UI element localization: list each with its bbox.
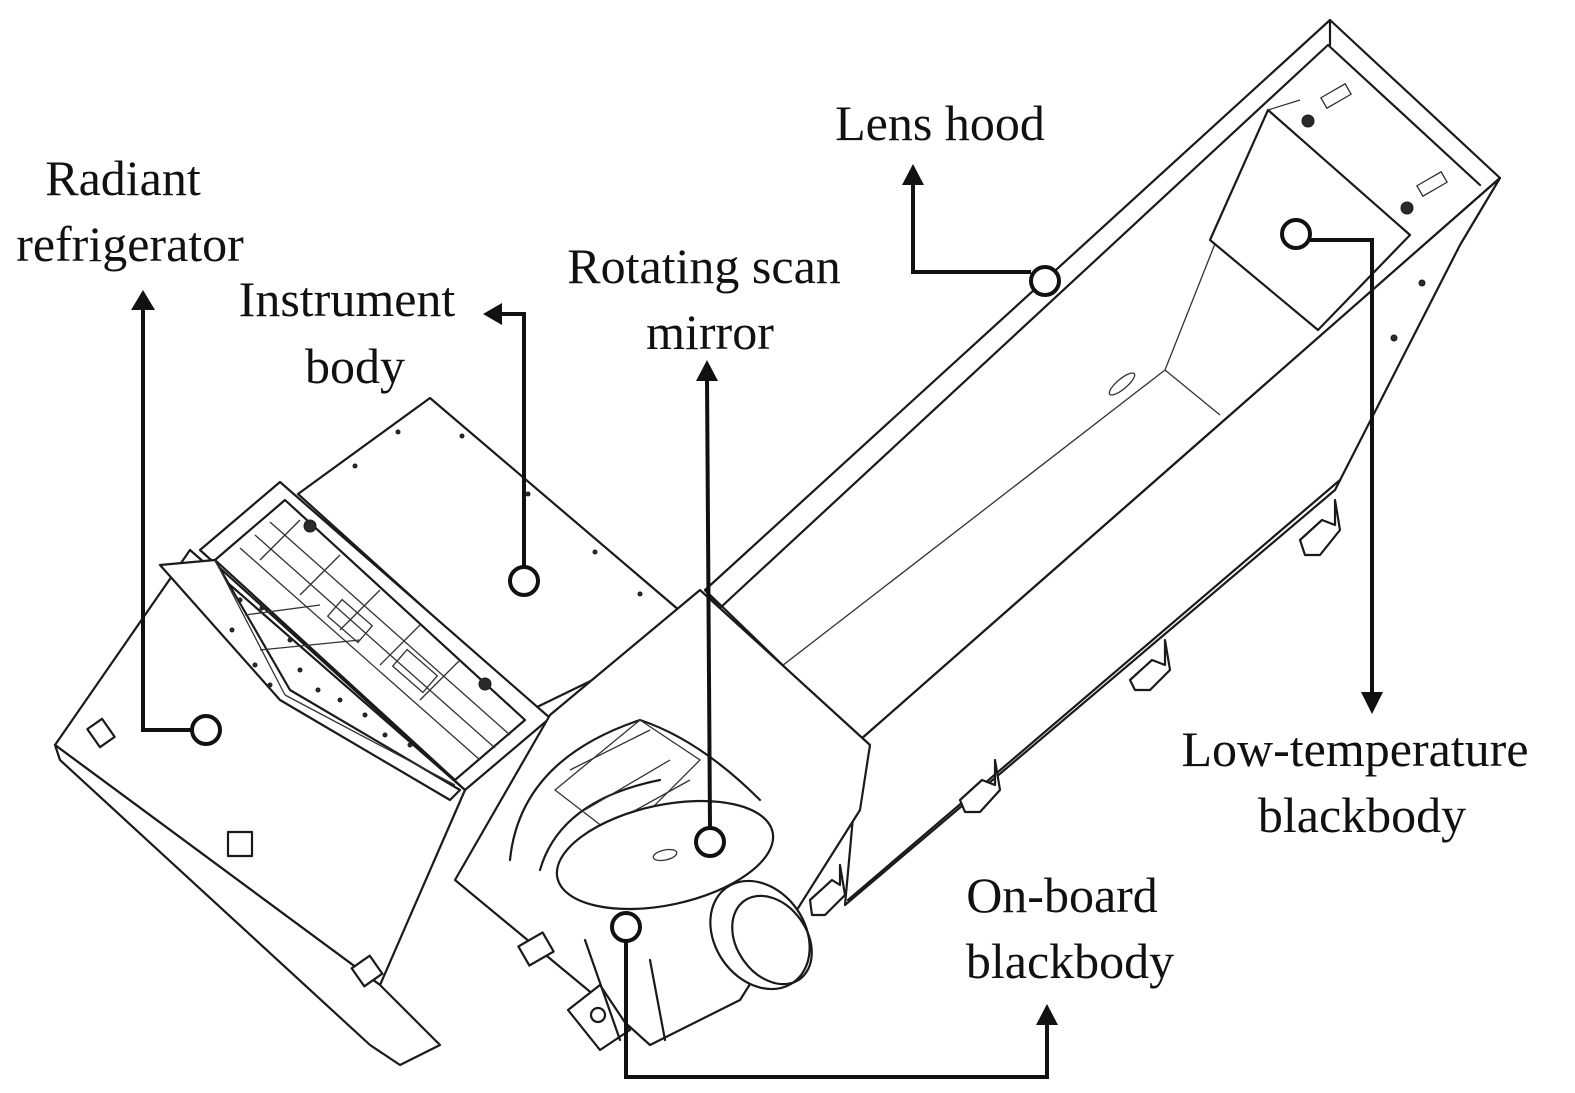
label-instrument-body-line1: Instrument: [239, 271, 456, 327]
callouts: [131, 164, 1383, 1079]
arrow-up: [131, 290, 155, 310]
marker-on-board-blackbody: [610, 911, 642, 943]
label-radiant-refrigerator-line2: refrigerator: [16, 216, 244, 272]
callout-radiant-refrigerator: [131, 290, 222, 746]
label-low-temperature-blackbody-line1: Low-temperature: [1181, 721, 1528, 777]
arrow-up: [696, 360, 718, 381]
callout-lens-hood: [902, 164, 1061, 297]
arrow-left: [483, 303, 502, 325]
scan-mirror-housing: [453, 588, 872, 1052]
label-rotating-scan-mirror-line1: Rotating scan: [567, 238, 841, 294]
marker-low-temperature-blackbody: [1280, 218, 1312, 250]
label-instrument-body-line2: body: [305, 338, 405, 394]
callout-rotating-scan-mirror: [694, 360, 726, 858]
label-low-temperature-blackbody-line2: blackbody: [1258, 787, 1466, 843]
arrow-up: [1036, 1004, 1058, 1025]
instrument-drawing: [53, 18, 1502, 1067]
label-radiant-refrigerator-line1: Radiant: [45, 150, 201, 206]
arrow-up: [902, 164, 924, 185]
label-on-board-blackbody-line1: On-board: [966, 867, 1158, 923]
low-temperature-blackbody-part: [1208, 99, 1412, 332]
callout-low-temperature-blackbody: [1280, 218, 1383, 714]
arrow-down: [1361, 692, 1383, 714]
label-lens-hood: Lens hood: [835, 95, 1045, 151]
label-on-board-blackbody-line2: blackbody: [966, 933, 1174, 989]
label-rotating-scan-mirror-line2: mirror: [646, 304, 774, 360]
callout-instrument-body: [483, 303, 540, 597]
callout-on-board-blackbody: [610, 911, 1058, 1079]
marker-radiant-refrigerator: [190, 714, 222, 746]
marker-rotating-scan-mirror: [694, 826, 726, 858]
radiant-refrigerator-part: [53, 548, 467, 1067]
marker-instrument-body: [508, 565, 540, 597]
labels: Radiant refrigerator Instrument body Rot…: [16, 95, 1528, 989]
marker-lens-hood: [1029, 265, 1061, 297]
